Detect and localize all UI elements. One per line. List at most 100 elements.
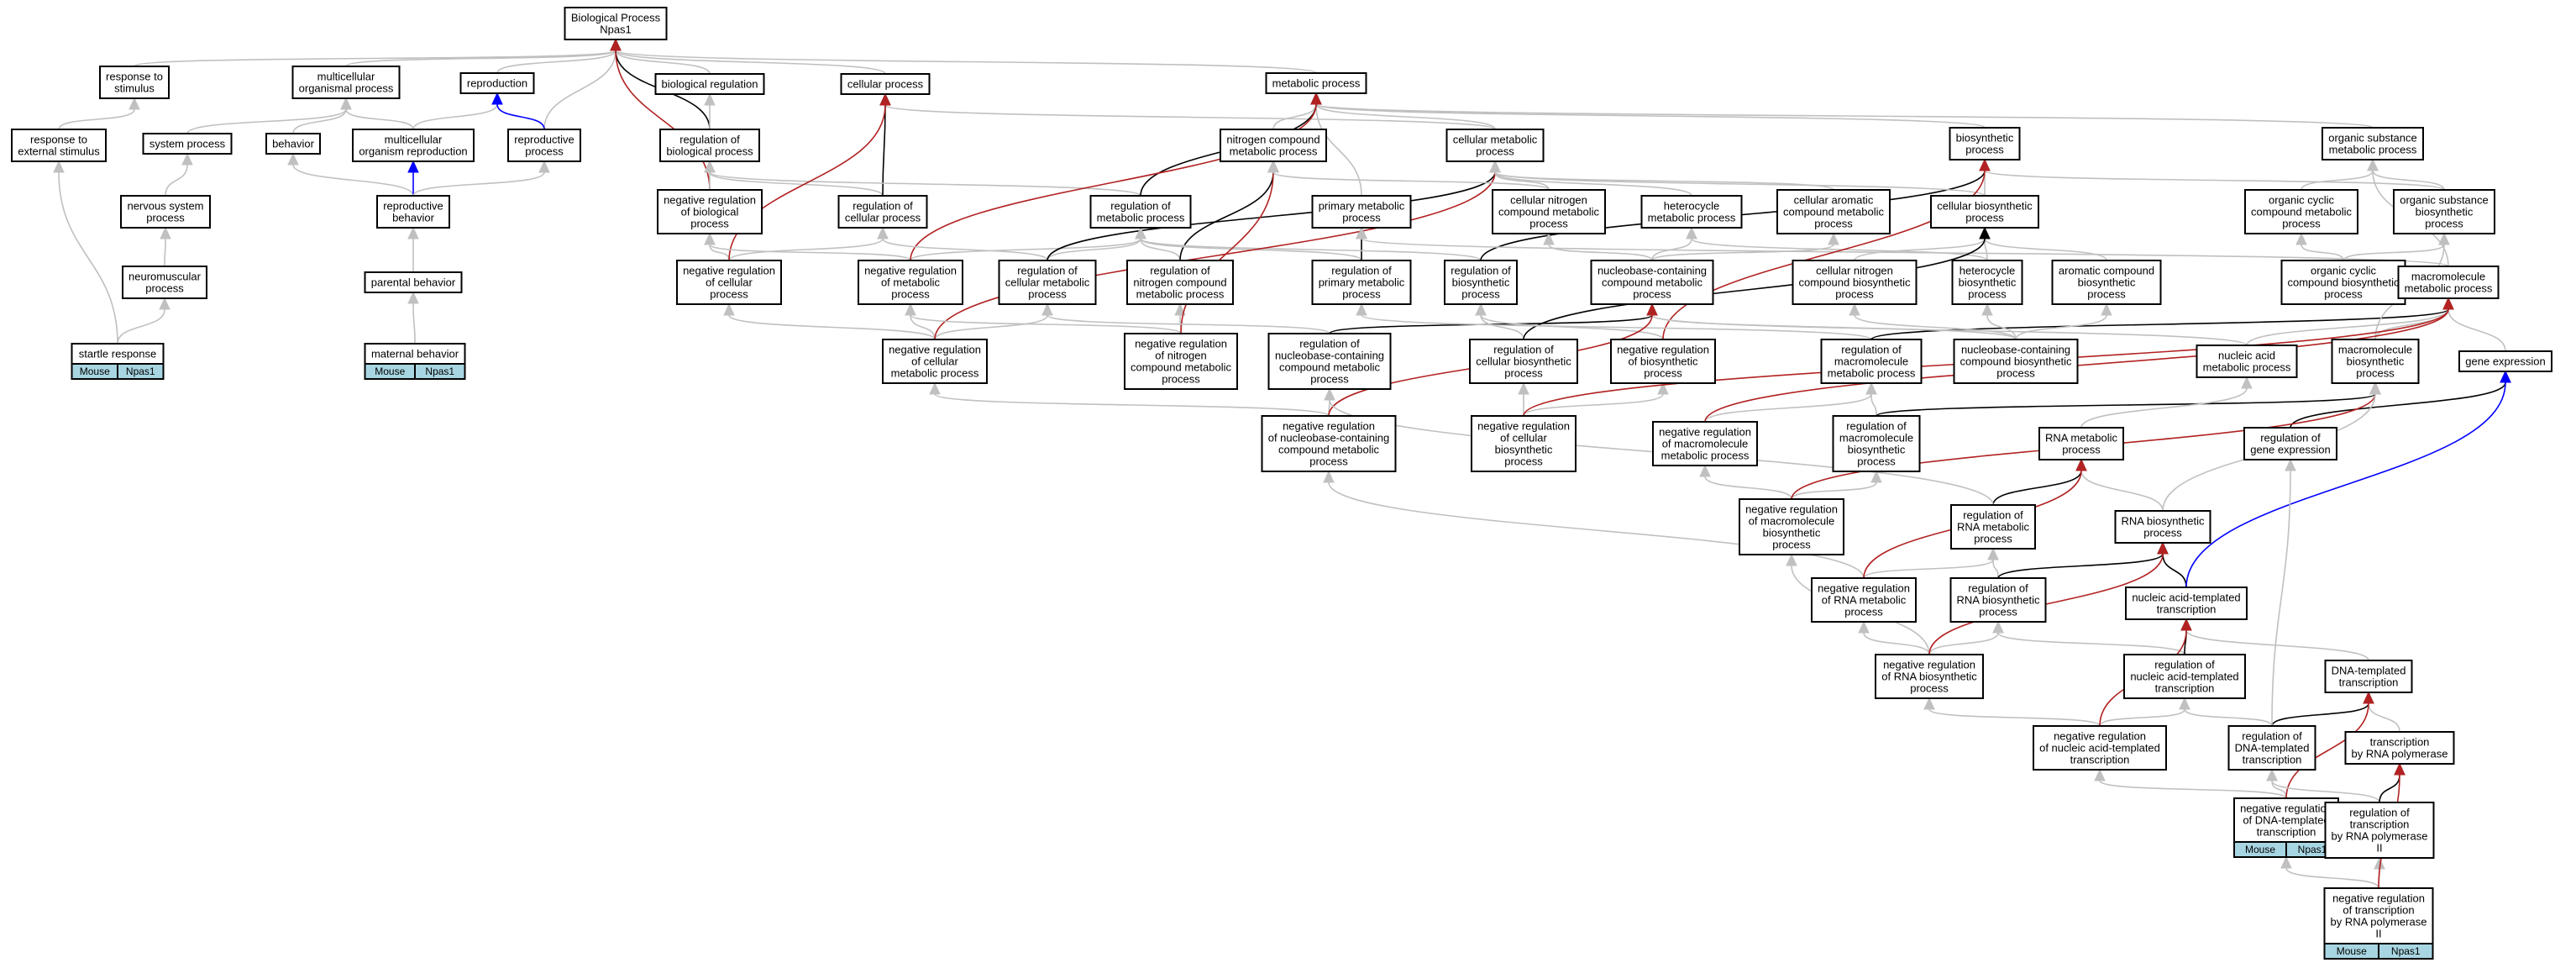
node-box [364, 271, 463, 293]
arrowhead [877, 226, 889, 239]
node-label-line: biological regulation [662, 77, 758, 90]
node-box [2458, 350, 2552, 372]
edge-is-a [1928, 708, 2101, 727]
node-label-line: process [2087, 287, 2126, 300]
node-box [1930, 195, 2039, 229]
edge-is-a [1315, 103, 1362, 197]
node-label-line: process [2425, 217, 2463, 229]
node-label-line: negative regulation [1818, 581, 1910, 594]
edge-is-a [1480, 314, 1524, 340]
node-label-line: compound biosynthetic [2288, 276, 2400, 288]
node-label-line: RNA biosynthetic [1957, 593, 2040, 606]
node-box [352, 129, 475, 162]
node-label-line: maternal behavior [371, 347, 459, 360]
node-label-line: nucleic acid [2218, 349, 2275, 361]
edge-is-a [1272, 103, 1317, 130]
node-label-line: metabolic process [1648, 211, 1736, 224]
node-label-line: macromolecule [2338, 343, 2412, 355]
node-label-line: regulation of [1451, 264, 1511, 276]
node-label-line: process [146, 211, 185, 224]
edge-is-a [615, 50, 1317, 74]
node-label-line: regulation of [1017, 264, 1078, 276]
edge-is-a [1651, 314, 2248, 346]
edge-is-a [292, 108, 347, 134]
node-label-line: of cellular [911, 355, 958, 367]
node-label-line: II [2376, 841, 2382, 854]
node-label-line: negative regulation [864, 264, 957, 276]
arrowhead [1979, 226, 1991, 239]
edge-is-a [345, 108, 414, 130]
node-label-line: organism reproduction [359, 145, 467, 157]
node-box [1776, 189, 1891, 234]
node-label-line: metabolic process [1828, 366, 1916, 379]
node-box [1311, 195, 1412, 229]
arrowhead [1356, 302, 1367, 316]
annotation-tag-npas1: Npas1 [2391, 945, 2421, 957]
edge-is-a [2099, 708, 2185, 727]
arrowhead [1135, 226, 1146, 239]
node-label-line: of macromolecule [1749, 514, 1835, 527]
node-label-line: transcription [2155, 681, 2215, 694]
arrowhead [1786, 553, 1797, 566]
node-label-line: cellular metabolic [1005, 276, 1090, 288]
node-label-line: of cellular [706, 276, 753, 288]
node-label-line: nucleobase-containing [1275, 349, 1384, 361]
go-term-node-behav: behavior [265, 133, 321, 155]
node-label-line: nucleobase-containing [1598, 264, 1707, 276]
node-label-line: process [1529, 217, 1568, 229]
annotation-tag-box [117, 363, 165, 380]
node-label-line: process [1974, 532, 2012, 544]
node-label-line: process [1772, 538, 1811, 550]
node-label-line: metabolic process [891, 366, 979, 379]
arrowhead [2369, 381, 2381, 395]
node-label-line: regulation of [1963, 508, 2023, 521]
edge-part-of [2162, 553, 2187, 588]
node-label-line: process [1644, 366, 1682, 379]
node-label-line: process [710, 287, 748, 300]
node-label-line: Npas1 [600, 23, 632, 35]
node-label-line: compound metabolic [1783, 205, 1884, 218]
edge-is-a [1480, 314, 1664, 340]
node-label-line: process [1504, 366, 1543, 379]
node-box [376, 195, 450, 229]
node-box [11, 129, 107, 162]
edge-is-a [2343, 244, 2445, 261]
node-box [1652, 421, 1758, 466]
node-label-line: external stimulus [18, 145, 100, 157]
node-box [659, 129, 760, 162]
node-label-line: compound biosynthetic [1799, 276, 1911, 288]
node-label-line: macromolecule [2411, 270, 2485, 282]
node-label-line: process [1310, 372, 1349, 385]
node-label-line: II [2375, 927, 2381, 939]
node-label-line: nervous system [127, 199, 203, 212]
node-label-line: process [1342, 211, 1381, 224]
node-label-line: cellular biosynthetic [1937, 199, 2033, 212]
go-term-node-genex: gene expression [2458, 350, 2552, 372]
node-label-line: aromatic compound [2059, 264, 2154, 276]
arrowhead [1518, 381, 1529, 395]
node-label-line: metabolic process [1097, 211, 1185, 224]
node-label-line: nucleic acid-templated [2130, 670, 2238, 682]
arrowhead [1699, 464, 1711, 477]
node-label-line: response to [30, 133, 87, 145]
edge-positively-regulates [496, 103, 545, 130]
node-label-line: macromolecule [1834, 355, 1908, 367]
edge-is-a [2368, 702, 2400, 733]
arrowhead [1041, 302, 1053, 316]
node-label-line: reproduction [467, 76, 527, 89]
node-label-line: metabolic process [1136, 287, 1225, 300]
edge-is-a [1494, 171, 1986, 197]
node-label-line: reproductive [514, 133, 574, 145]
